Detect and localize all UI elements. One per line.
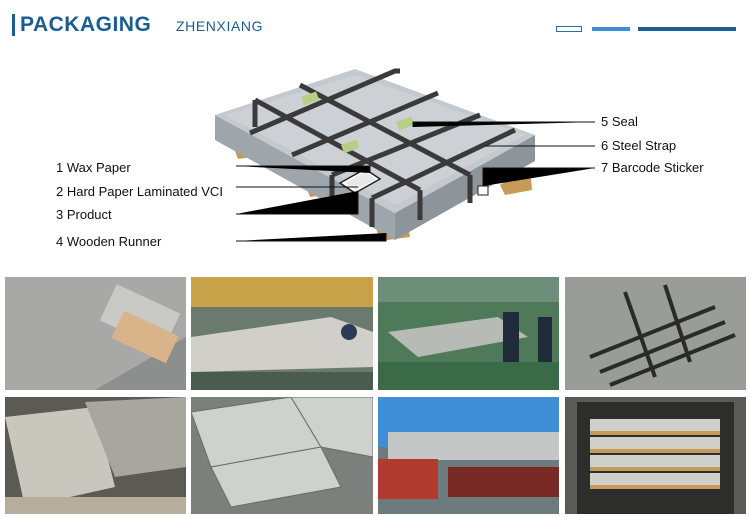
photo-workers-packing xyxy=(378,277,559,390)
packaging-diagram: 1 Wax Paper 2 Hard Paper Laminated VCI 3… xyxy=(0,55,750,270)
photo-steel-frame xyxy=(565,277,746,390)
photo-caliper xyxy=(5,277,186,390)
photo-truck-loaded xyxy=(378,397,559,514)
brand-name: ZHENXIANG xyxy=(176,18,264,34)
seal-icon xyxy=(341,139,360,154)
title-accent-bar xyxy=(12,14,15,36)
packaging-illustration xyxy=(215,68,595,242)
photo-stacked-bundles xyxy=(191,397,373,514)
label-wax-paper: 1 Wax Paper xyxy=(56,160,131,175)
steel-strap-icon xyxy=(249,68,517,227)
label-steel-strap: 6 Steel Strap xyxy=(601,138,677,153)
seal-icon xyxy=(396,116,415,131)
seal-icon xyxy=(301,91,320,106)
photo-production-line xyxy=(191,277,373,390)
photo-wrapped-bundles xyxy=(5,397,186,514)
label-hard-paper-vci: 2 Hard Paper Laminated VCI xyxy=(56,184,223,199)
label-product: 3 Product xyxy=(56,207,112,222)
barcode-sticker-icon xyxy=(477,185,489,196)
decorative-light-bar xyxy=(592,27,630,31)
label-seal: 5 Seal xyxy=(601,114,638,129)
label-barcode-sticker: 7 Barcode Sticker xyxy=(601,160,704,175)
bundle-side-face xyxy=(395,135,535,240)
photo-grid xyxy=(0,277,750,517)
page-header: PACKAGING ZHENXIANG xyxy=(0,0,750,50)
decorative-dark-bar xyxy=(638,27,736,31)
page-title: PACKAGING xyxy=(20,13,152,36)
photo-container-loaded xyxy=(565,397,746,514)
decorative-outline-bar xyxy=(556,26,582,32)
label-wooden-runner: 4 Wooden Runner xyxy=(56,234,162,249)
